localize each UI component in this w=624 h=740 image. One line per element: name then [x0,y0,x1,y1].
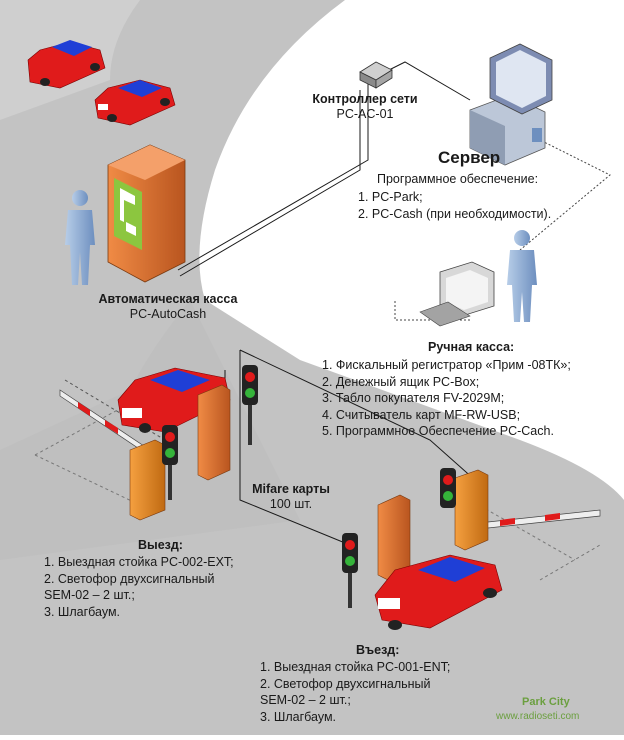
exit-list: 1. Выездная стойка PC-002-EXT; 2. Светоф… [44,554,234,620]
entry-item: 1. Выездная стойка PC-001-ENT; [260,660,451,674]
mifare-title: Mifare карты [252,482,330,496]
auto-cashier-label: Автоматическая касса PC-AutoCash [68,292,268,322]
manual-cashier-item: 4. Считыватель карт MF-RW-USB; [322,407,521,422]
manual-cashier-title: Ручная касса: [428,340,515,354]
exit-item: 1. Выездная стойка PC-002-EXT; [44,555,234,569]
entry-item: 3. Шлагбаум. [260,709,337,724]
entry-title: Въезд: [356,643,400,657]
parked-car-1 [27,40,106,89]
entry-traffic-light-1 [440,468,456,508]
parked-car-2 [94,79,176,126]
exit-traffic-light-1 [242,365,258,445]
person-manual-cashier [507,230,537,322]
entry-traffic-light-2 [342,533,358,608]
person-auto-cashier [65,190,95,285]
manual-cashier-item: 5. Программное Обеспечение PC-Cach. [322,424,554,438]
server-software-item: 1. PC-Park; [358,190,423,204]
server-software-list: 1. PC-Park; 2. PC-Cash (при необходимост… [358,189,551,222]
auto-cashier-kiosk [107,144,186,283]
network-controller-title: Контроллер сети [312,92,418,106]
server-title: Сервер [438,148,501,167]
server-workstation [469,43,553,166]
exit-item: 3. Шлагбаум. [44,604,121,619]
server-software-item: 2. PC-Cash (при необходимости). [358,206,552,221]
exit-ticket-post [197,384,231,481]
exit-car [117,367,231,433]
auto-cashier-title: Автоматическая касса [98,292,238,306]
manual-cashier-computer [419,261,495,327]
mifare-label: Mifare карты 100 шт. [236,482,346,512]
entry-item: SEM-02 – 2 шт.; [260,693,351,707]
network-controller-label: Контроллер сети PC-AC-01 [300,92,430,122]
entry-list: 1. Выездная стойка PC-001-ENT; 2. Светоф… [260,659,450,725]
manual-cashier-item: 1. Фискальный регистратор «Прим -08ТК»; [322,358,571,372]
entry-car [374,554,503,630]
auto-cashier-model: PC-AutoCash [129,307,207,321]
entry-item: 2. Светофор двухсигнальный [260,676,431,691]
entry-barrier-post [454,469,489,551]
manual-cashier-list: 1. Фискальный регистратор «Прим -08ТК»; … [322,357,571,440]
manual-cashier-item: 3. Табло покупателя FV-2029M; [322,391,505,405]
network-controller-device [359,61,393,89]
brand-url[interactable]: www.radioseti.com [496,711,580,722]
exit-title: Выезд: [138,538,183,552]
network-controller-model: PC-AC-01 [336,107,394,121]
exit-item: SEM-02 – 2 шт.; [44,588,135,602]
brand-name: Park City [522,696,570,708]
exit-item: 2. Светофор двухсигнальный [44,571,215,586]
server-software-label: Программное обеспечение: [377,172,539,186]
manual-cashier-item: 2. Денежный ящик PC-Box; [322,374,480,389]
mifare-count: 100 шт. [269,497,313,511]
exit-barrier-post [129,439,166,521]
exit-traffic-light-2 [162,425,178,500]
exit-barrier-arm [59,389,151,457]
